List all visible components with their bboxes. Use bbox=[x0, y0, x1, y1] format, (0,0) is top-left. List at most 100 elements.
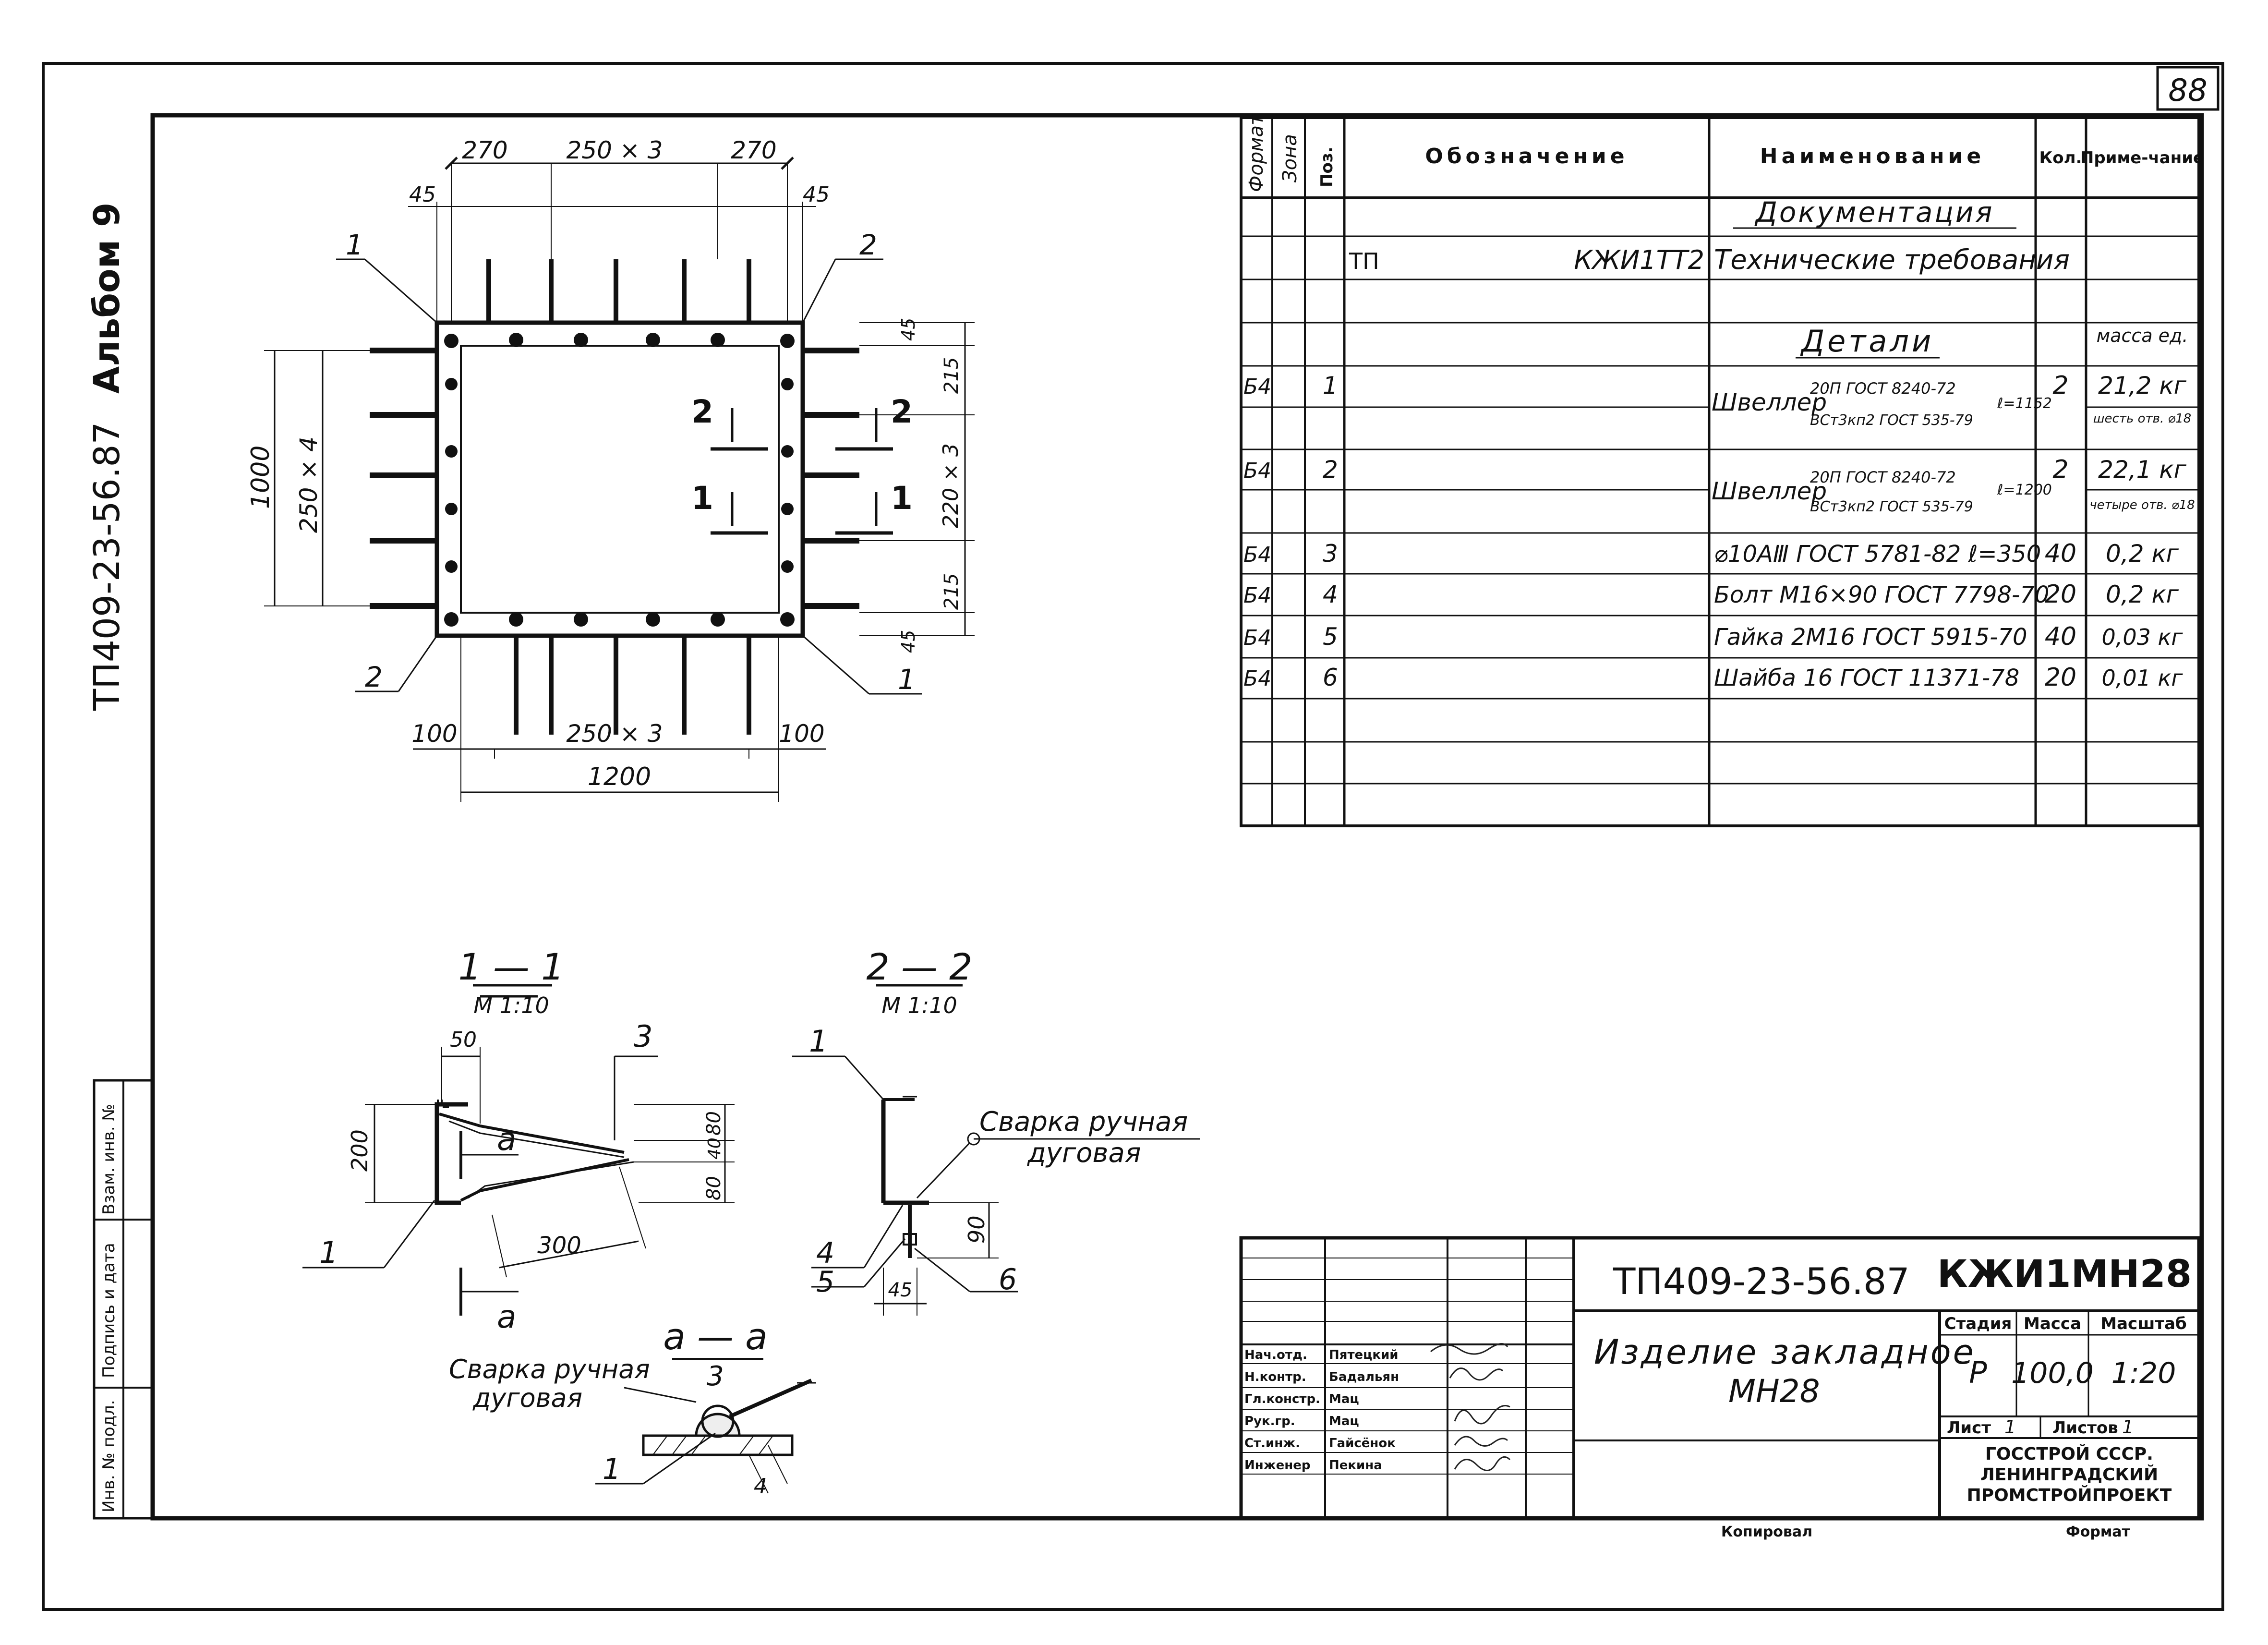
doc-name: Технические требования bbox=[1714, 244, 2070, 276]
row2-spec-bot: ВСт3кп2 ГОСТ 535-79 bbox=[1810, 498, 1973, 515]
callout-2-bottom: 2 bbox=[365, 661, 383, 693]
row5-qty: 40 bbox=[2045, 622, 2076, 651]
cut-mark-a-top: а bbox=[497, 1121, 516, 1158]
mass-header: масса ед. bbox=[2097, 325, 2188, 346]
dim-top-right: 270 bbox=[731, 136, 776, 164]
callout-2-top: 2 bbox=[859, 229, 877, 261]
tb-sheet: 1 bbox=[2004, 1416, 2016, 1438]
tb-role-2: Н.контр. bbox=[1244, 1370, 1306, 1384]
dim-bottom-mid: 250 × 3 bbox=[567, 720, 663, 748]
dim-right-1: 45 bbox=[898, 318, 919, 341]
tb-person-1: Пятецкий bbox=[1329, 1348, 1399, 1362]
row1-spec-top: 20П ГОСТ 8240-72 bbox=[1810, 379, 1956, 398]
row6-name: Шайба 16 ГОСТ 11371-78 bbox=[1714, 665, 2019, 691]
plan-view bbox=[264, 157, 975, 802]
dim-bottom-right: 100 bbox=[779, 720, 824, 748]
row4-qty: 20 bbox=[2045, 580, 2076, 609]
footer-left: Копировал bbox=[1721, 1524, 1812, 1540]
spec-table bbox=[1240, 116, 2200, 827]
dim-left-inner: 250 × 4 bbox=[295, 436, 323, 533]
row4-note: 0,2 кг bbox=[2106, 581, 2179, 608]
dim-overall-width: 1200 bbox=[588, 762, 651, 791]
section-a-a-title: а — а bbox=[663, 1315, 767, 1358]
dim-top-mid: 250 × 3 bbox=[567, 136, 663, 164]
header-name: Наименование bbox=[1760, 144, 1985, 169]
header-note: Приме-чание bbox=[2080, 148, 2204, 168]
section-docs: Документация bbox=[1754, 196, 1994, 229]
row3-pos: 3 bbox=[1323, 540, 1338, 568]
tb-sheet-label: Лист bbox=[1947, 1418, 1991, 1438]
tb-name-line1: Изделие закладное bbox=[1594, 1332, 1976, 1372]
row2-spec-top: 20П ГОСТ 8240-72 bbox=[1810, 468, 1956, 486]
row5-note: 0,03 кг bbox=[2102, 624, 2184, 650]
row6-format: Б4 bbox=[1243, 666, 1271, 691]
row1-format: Б4 bbox=[1243, 375, 1271, 399]
inner-frame bbox=[150, 113, 2204, 1521]
dim-1-1-40: 40 bbox=[705, 1137, 724, 1160]
row1-spec-bot: ВСт3кп2 ГОСТ 535-79 bbox=[1810, 412, 1973, 429]
row3-note: 0,2 кг bbox=[2106, 540, 2179, 568]
tb-person-2: Бадальян bbox=[1329, 1370, 1399, 1384]
row4-name: Болт М16×90 ГОСТ 7798-70 bbox=[1714, 581, 2049, 608]
tb-org-line1: ГОССТРОЙ СССР. bbox=[1985, 1444, 2153, 1464]
callout-1-1-1: 1 bbox=[319, 1235, 338, 1270]
leg-a-a: 4 bbox=[754, 1474, 767, 1499]
album-label: Альбом 9 bbox=[86, 202, 128, 394]
sheet-number: 88 bbox=[2168, 73, 2207, 109]
row1-note2: шесть отв. ⌀18 bbox=[2093, 411, 2191, 426]
row2-note: 22,1 кг bbox=[2098, 456, 2186, 484]
header-pos: Поз. bbox=[1317, 147, 1337, 188]
tb-role-5: Ст.инж. bbox=[1244, 1436, 1300, 1451]
tb-org-line2: ЛЕНИНГРАДСКИЙ bbox=[1980, 1464, 2158, 1485]
section-a-a bbox=[595, 1358, 816, 1494]
row3-qty: 40 bbox=[2045, 539, 2076, 568]
dim-1-1-300: 300 bbox=[537, 1232, 581, 1259]
tb-sheets: 1 bbox=[2122, 1416, 2134, 1438]
tb-role-6: Инженер bbox=[1244, 1458, 1310, 1473]
side-stamp-cell-1: Взам. инв. № bbox=[99, 1104, 119, 1215]
title-block-text: ТП409-23-56.87 КЖИ1МН28 Изделие закладно… bbox=[1244, 1253, 2192, 1505]
weld-note-2-2-line2: дуговая bbox=[1027, 1137, 1141, 1169]
dim-1-1-80a: 80 bbox=[703, 1111, 725, 1136]
tb-role-3: Гл.констр. bbox=[1244, 1392, 1320, 1406]
callout-2-2-6: 6 bbox=[999, 1263, 1017, 1296]
side-stamp-cell-2: Подпись и дата bbox=[99, 1243, 119, 1378]
header-designation: Обозначение bbox=[1425, 144, 1628, 169]
section-1-1-scale: М 1:10 bbox=[473, 992, 549, 1018]
dim-left-overall: 1000 bbox=[246, 446, 275, 509]
tb-person-5: Гайсёнок bbox=[1329, 1436, 1396, 1451]
section-2-2-scale: М 1:10 bbox=[881, 992, 957, 1018]
section-2-2 bbox=[792, 1055, 1200, 1316]
row2-format: Б4 bbox=[1243, 459, 1271, 483]
callout-1-bottom: 1 bbox=[898, 663, 916, 696]
section-2-2-labels: 2 — 2 М 1:10 90 45 1 4 5 6 Сварка ручная… bbox=[809, 945, 1188, 1301]
outer-frame bbox=[42, 62, 2224, 1611]
weld-note-2-2-line1: Сварка ручная bbox=[979, 1106, 1188, 1137]
tb-stage-label: Стадия bbox=[1944, 1314, 2012, 1333]
dim-corner-left: 45 bbox=[409, 182, 436, 207]
weld-note-a-a-line1: Сварка ручная bbox=[449, 1354, 650, 1384]
dim-1-1-80b: 80 bbox=[703, 1176, 725, 1200]
tb-org-line3: ПРОМСТРОЙПРОЕКТ bbox=[1967, 1485, 2172, 1505]
section-mark-1-left: 1 bbox=[691, 480, 713, 517]
row2-length: ℓ=1200 bbox=[1997, 482, 2052, 498]
row3-name: ⌀10АⅢ ГОСТ 5781-82 ℓ=350 bbox=[1714, 541, 2041, 568]
header-qty: Кол. bbox=[2039, 148, 2082, 168]
callout-2-2-5: 5 bbox=[816, 1265, 834, 1299]
row1-pos: 1 bbox=[1323, 372, 1338, 399]
cut-mark-a-bottom: а bbox=[497, 1298, 516, 1335]
callout-1-top: 1 bbox=[346, 229, 363, 261]
weld-note-a-a-line2: дуговая bbox=[472, 1383, 582, 1413]
dim-2-2-45: 45 bbox=[888, 1279, 913, 1301]
sheet-number-box bbox=[2156, 66, 2220, 111]
tb-mass: 100,0 bbox=[2011, 1356, 2094, 1390]
tb-stage: Р bbox=[1969, 1355, 1987, 1390]
row2-pos: 2 bbox=[1323, 456, 1338, 484]
row1-name: Швеллер bbox=[1712, 388, 1827, 416]
tb-mass-label: Масса bbox=[2024, 1314, 2081, 1333]
row5-name: Гайка 2М16 ГОСТ 5915-70 bbox=[1714, 624, 2027, 651]
tb-role-4: Рук.гр. bbox=[1244, 1414, 1295, 1428]
row2-note2: четыре отв. ⌀18 bbox=[2089, 498, 2195, 512]
plan-view-labels: 270 250 × 3 270 45 45 100 250 × 3 100 12… bbox=[246, 136, 963, 791]
row4-format: Б4 bbox=[1243, 583, 1271, 608]
